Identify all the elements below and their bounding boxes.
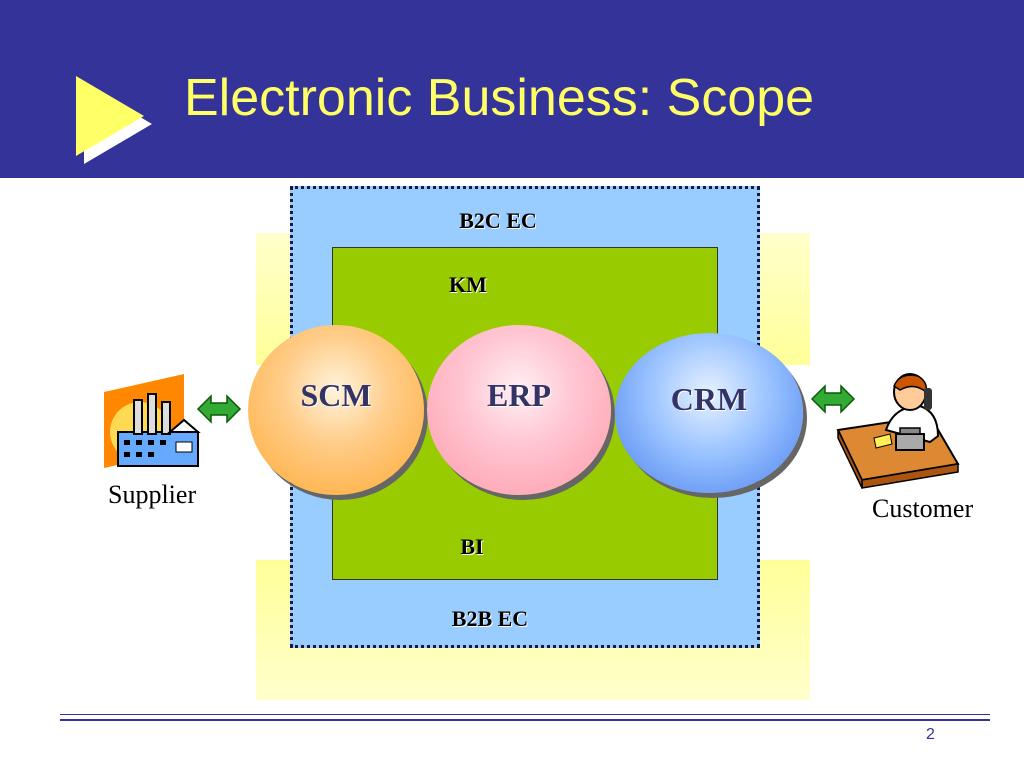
factory-icon [104, 374, 201, 468]
supplier-label: Supplier [108, 480, 197, 509]
slide-title: Electronic Business: Scope [184, 69, 815, 127]
double-arrow-icon [196, 394, 242, 424]
double-arrow-icon [810, 384, 856, 414]
crm-circle: CRM [615, 333, 803, 493]
erp-circle: ERP [427, 325, 611, 495]
b2b-ec-label: B2B EC [451, 606, 529, 631]
slide-header: Electronic Business: Scope [0, 0, 1024, 178]
erp-label: ERP [487, 377, 551, 413]
km-label: KM [449, 272, 487, 297]
footer-divider [60, 714, 990, 721]
customer-label: Customer [872, 494, 974, 523]
person-on-phone-icon [836, 373, 960, 489]
scm-label: SCM [300, 377, 372, 413]
play-arrow-icon [76, 76, 152, 164]
bi-label: BI [460, 534, 484, 559]
page-number: 2 [926, 726, 935, 743]
crm-label: CRM [670, 381, 748, 417]
b2c-ec-label: B2C EC [459, 208, 537, 233]
scm-circle: SCM [248, 325, 424, 495]
